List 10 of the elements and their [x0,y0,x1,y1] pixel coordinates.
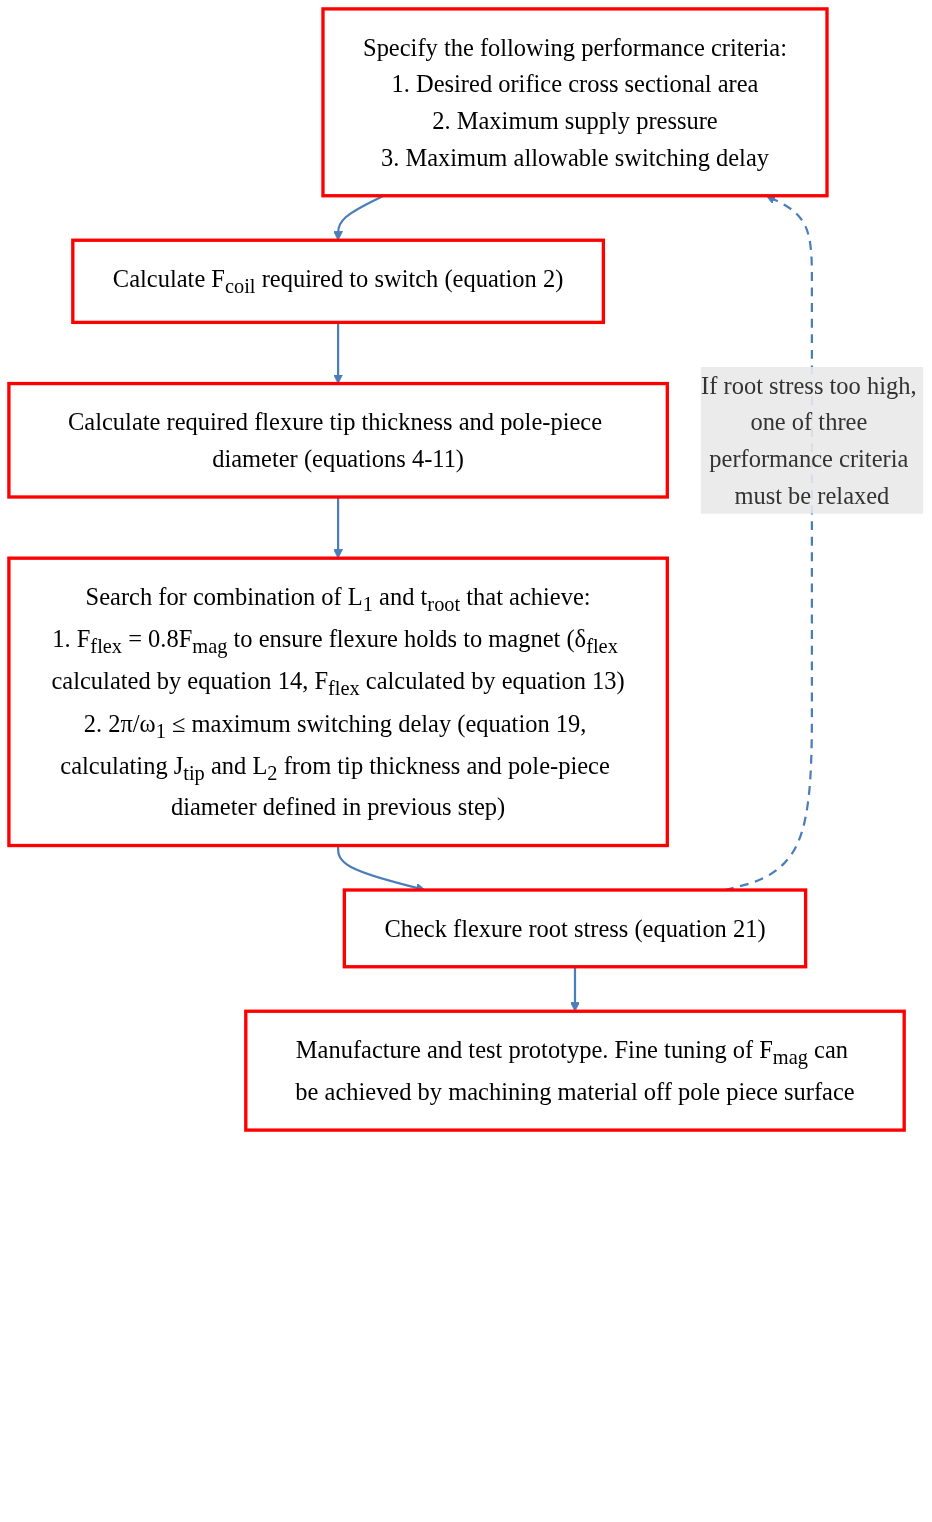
arrow [570,966,580,1012]
node-box: Check flexure root stress (equation 21) [342,888,808,969]
arrow [333,322,343,384]
edge-label: If root stress too high, one of three performance criteria must be relaxed [701,371,917,510]
node-box: Search for combination of L$_{1}$ and t$_{root}$ that achieve: 1. F$_{flex}$ = 0.8F$_{mag}$ to ensure flexure holds to magnet (δ$_{flex}$ calculated by equation 14, F$_{flex}$ calculated by equation 13) 2. 2π/ω$_{1}$ ≤ maximum switching delay (equation 19, calculating J$_{tip}$ and L$_{2}$ from tip thickness and pole-piece diameter defined in previous step) [7,556,669,848]
node-box: Calculate F$_{coil}$ required to switch (equation 2) [71,238,606,325]
node-box: Manufacture and test prototype. Fine tuning of F$_{mag}$ can be achieved by machining material off pole piece surface [244,1009,906,1132]
arrow [333,497,343,559]
node-box: Calculate required flexure tip thickness and pole-piece diameter (equations 4-11) [7,381,669,499]
node-box: Specify the following performance criteria: 1. Desired orifice cross sectional area 2. Maximum supply pressure 3. Maximum allowable switching delay [321,7,829,198]
